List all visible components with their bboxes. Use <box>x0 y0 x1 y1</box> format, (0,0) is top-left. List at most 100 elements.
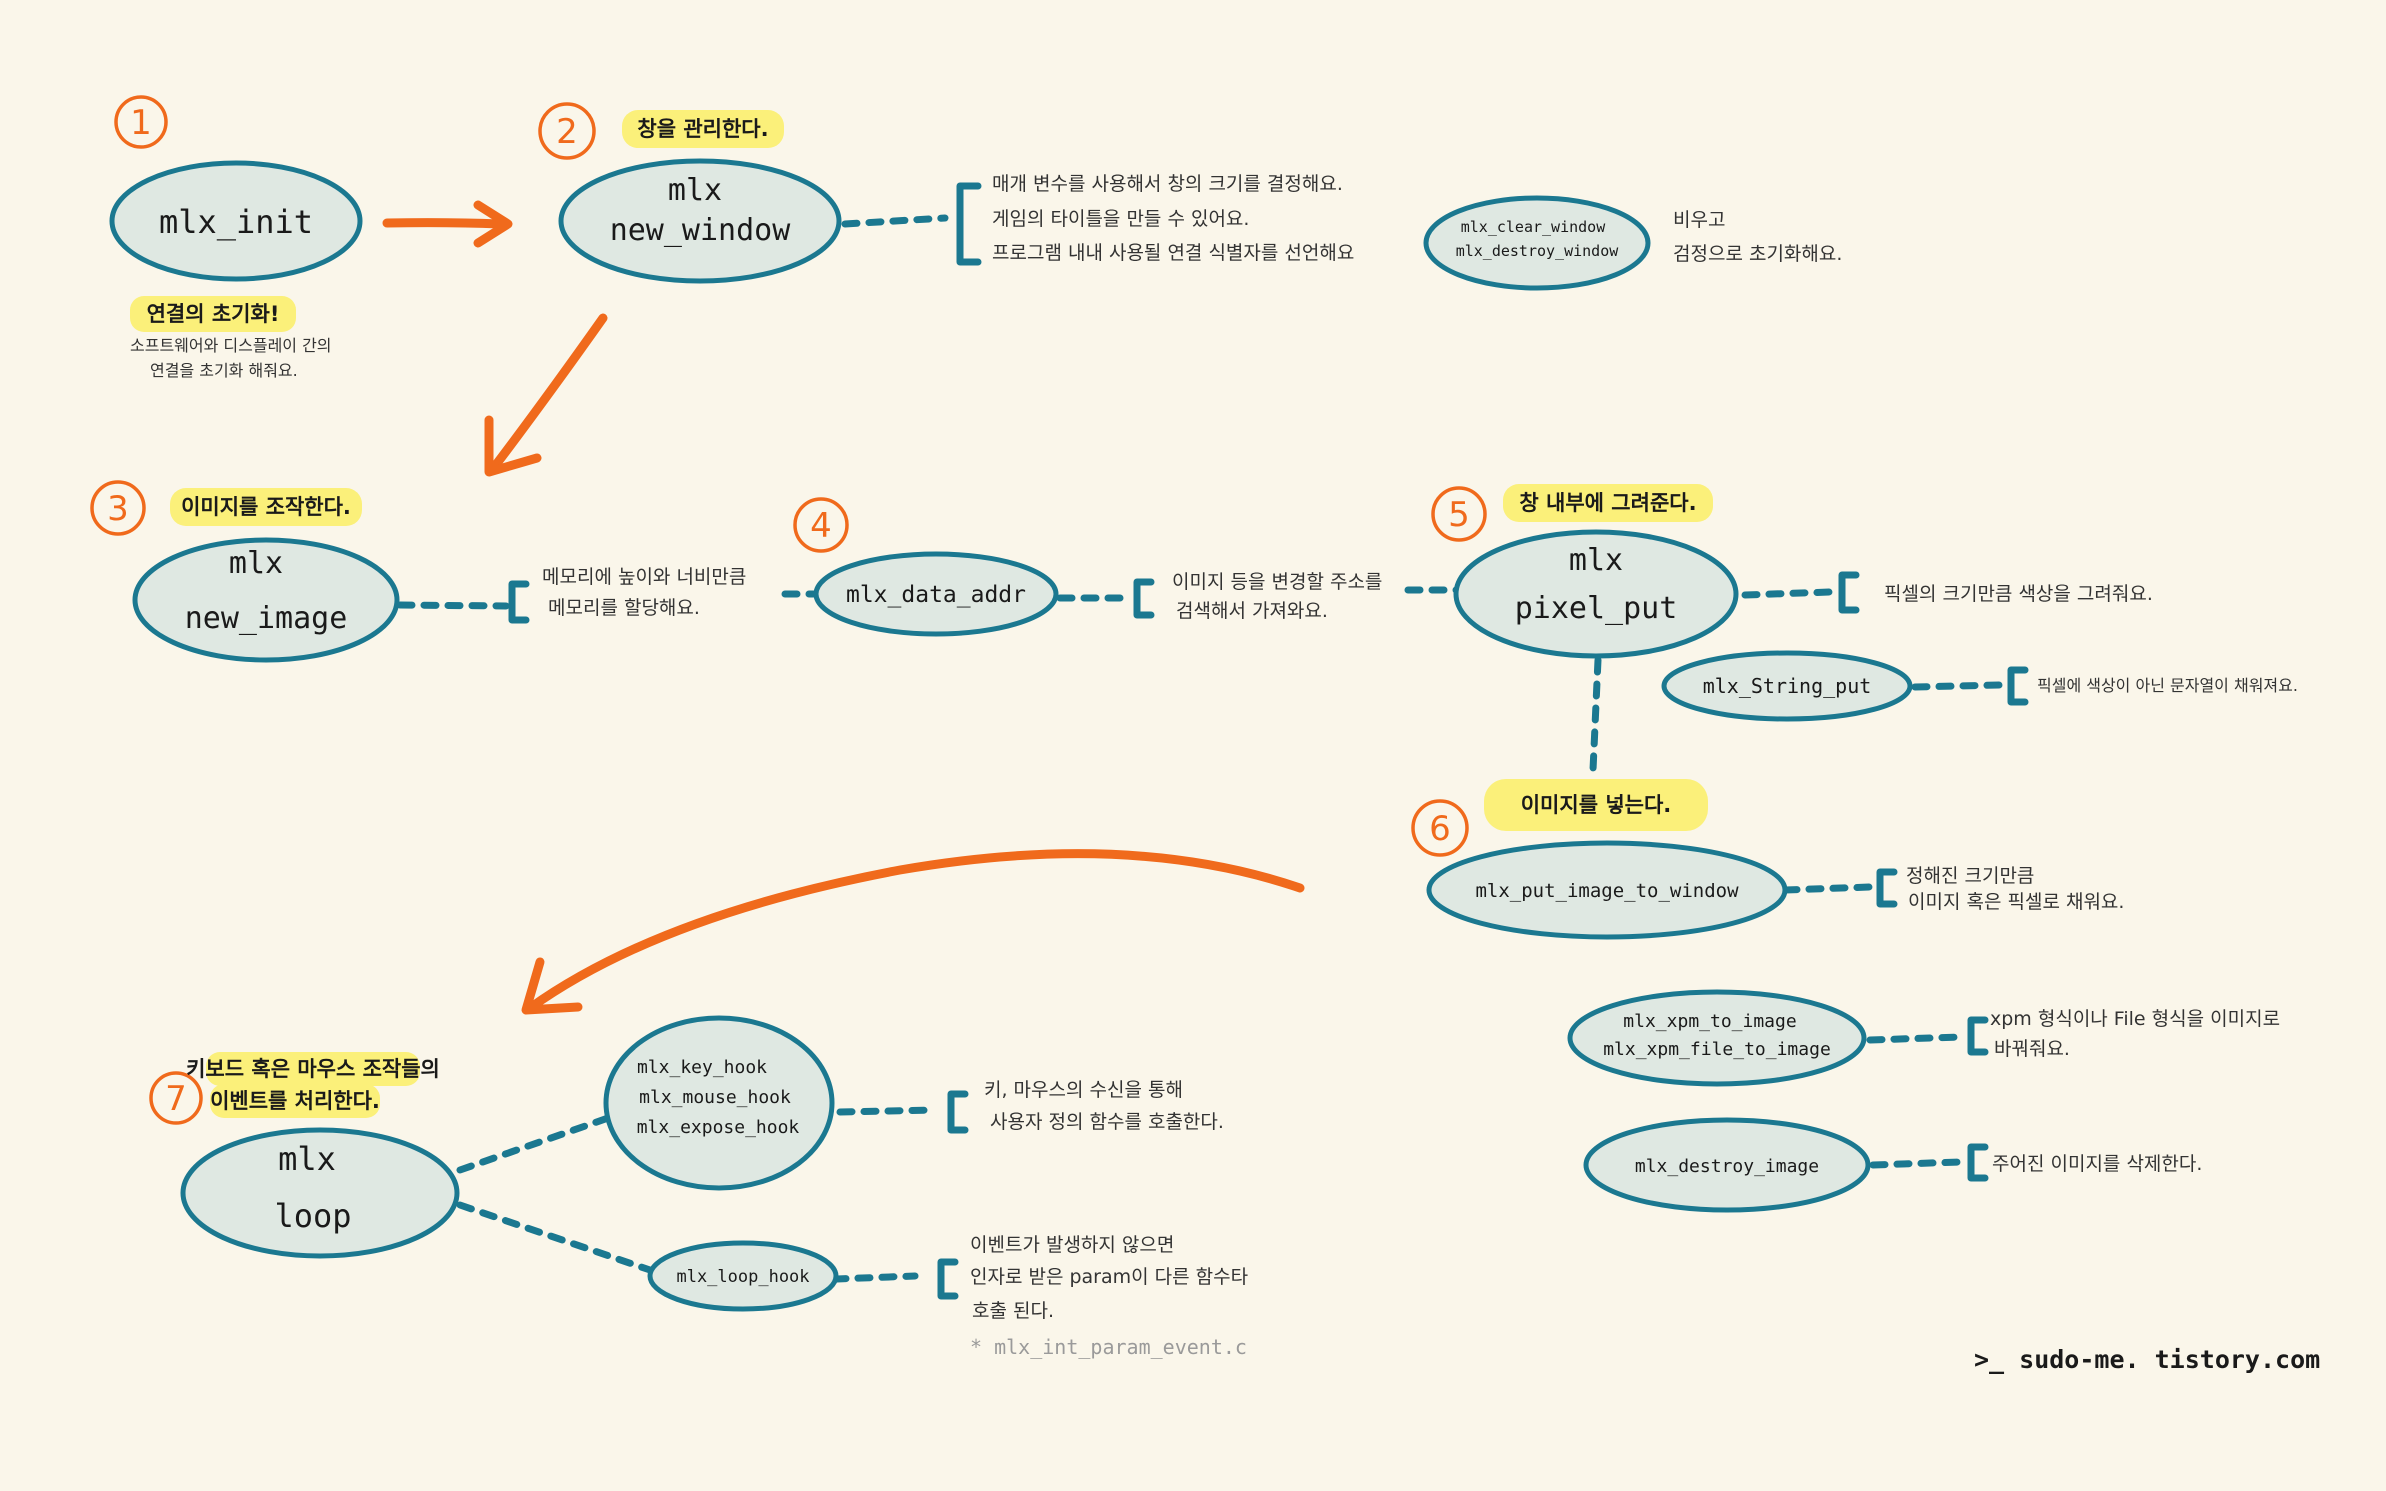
node-label: mlx_clear_window <box>1461 218 1606 236</box>
svg-text:검색해서 가져와요.: 검색해서 가져와요. <box>1176 600 1328 622</box>
node-label: mlx_destroy_image <box>1635 1156 1819 1177</box>
svg-text:이벤트를 처리한다.: 이벤트를 처리한다. <box>210 1089 380 1113</box>
bracket-destroy-image <box>1967 1143 1989 1182</box>
svg-text:정해진 크기만큼: 정해진 크기만큼 <box>1906 865 2034 887</box>
svg-text:검정으로 초기화해요.: 검정으로 초기화해요. <box>1673 243 1842 265</box>
svg-text:호출 된다.: 호출 된다. <box>972 1300 1054 1322</box>
svg-text:주어진 이미지를 삭제한다.: 주어진 이미지를 삭제한다. <box>1992 1153 2202 1175</box>
node-mlx-hooks: mlx_key_hook mlx_mouse_hook mlx_expose_h… <box>603 1015 835 1191</box>
node-mlx-put-image-to-window: mlx_put_image_to_window <box>1426 840 1788 940</box>
note-new-image: 메모리에 높이와 너비만큼 메모리를 할당해요. <box>542 566 746 619</box>
node-label: mlx_put_image_to_window <box>1475 880 1739 902</box>
node-clear-destroy-window: mlx_clear_window mlx_destroy_window <box>1423 195 1651 291</box>
note-step-1: 소프트웨어와 디스플레이 간의 연결을 초기화 해줘요. <box>130 336 332 380</box>
bracket-new-window <box>956 182 982 266</box>
node-label: mlx_expose_hook <box>637 1117 800 1138</box>
step-title-5: 창 내부에 그려준다. <box>1503 484 1713 522</box>
note-data-addr: 이미지 등을 변경할 주소를 검색해서 가져와요. <box>1172 571 1382 622</box>
flow-arrow-6-7 <box>521 849 1305 1015</box>
node-mlx-loop-hook: mlx_loop_hook <box>647 1240 839 1312</box>
svg-text:창을 관리한다.: 창을 관리한다. <box>637 117 768 141</box>
link-new-window <box>841 214 949 228</box>
node-label: mlx_destroy_window <box>1456 242 1620 260</box>
node-label: pixel_put <box>1515 591 1678 626</box>
note-clear-destroy: 비우고 검정으로 초기화해요. <box>1673 209 1842 265</box>
link-string-put <box>1911 681 2004 691</box>
svg-text:게임의 타이틀을 만들 수 있어요.: 게임의 타이틀을 만들 수 있어요. <box>992 208 1249 230</box>
bracket-xpm <box>1967 1016 1989 1056</box>
node-mlx-pixel-put: mlx pixel_put <box>1453 529 1739 659</box>
node-label: mlx_mouse_hook <box>639 1087 791 1108</box>
svg-text:4: 4 <box>810 506 832 546</box>
bracket-pixel-put <box>1838 571 1860 614</box>
bracket-loop-hook <box>937 1258 959 1300</box>
note-loop-hook: 이벤트가 발생하지 않으면 인자로 받은 param이 다른 함수타 호출 된다… <box>970 1234 1248 1359</box>
svg-text:메모리를 할당해요.: 메모리를 할당해요. <box>548 597 700 619</box>
node-mlx-init: mlx_init <box>109 160 363 282</box>
link-hooks <box>836 1106 939 1116</box>
node-label: new_window <box>610 213 792 248</box>
node-label: new_image <box>185 601 348 636</box>
note-destroy-image: 주어진 이미지를 삭제한다. <box>1992 1153 2202 1175</box>
link-pixel-to-image <box>1589 656 1602 774</box>
step-title-6: 이미지를 넣는다. <box>1484 779 1708 831</box>
svg-text:바꿔줘요.: 바꿔줘요. <box>1994 1038 2070 1060</box>
node-mlx-string-put: mlx_String_put <box>1661 650 1913 722</box>
node-mlx-new-image: mlx new_image <box>132 537 400 663</box>
node-mlx-xpm: mlx_xpm_to_image mlx_xpm_file_to_image <box>1567 989 1867 1087</box>
step-badge-5: 5 <box>1431 486 1487 542</box>
svg-text:7: 7 <box>165 1079 187 1119</box>
svg-text:이미지 등을 변경할 주소를: 이미지 등을 변경할 주소를 <box>1172 571 1382 593</box>
step-title-1: 연결의 초기화! <box>130 296 296 332</box>
node-mlx-data-addr: mlx_data_addr <box>813 551 1059 637</box>
link-new-image <box>396 601 510 610</box>
bracket-string-put <box>2007 666 2029 706</box>
note-loop-hook-ref: * mlx_int_param_event.c <box>970 1335 1247 1359</box>
bracket-put-image <box>1876 868 1898 908</box>
node-label: loop <box>274 1197 351 1235</box>
svg-text:키, 마우스의 수신을 통해: 키, 마우스의 수신을 통해 <box>984 1079 1183 1101</box>
svg-text:연결을 초기화 해줘요.: 연결을 초기화 해줘요. <box>150 361 298 380</box>
svg-text:3: 3 <box>107 489 129 529</box>
note-xpm: xpm 형식이나 File 형식을 이미지로 바꿔줘요. <box>1990 1008 2280 1060</box>
svg-text:사용자 정의 함수를 호출한다.: 사용자 정의 함수를 호출한다. <box>990 1111 1224 1133</box>
svg-text:이미지를 넣는다.: 이미지를 넣는다. <box>1521 793 1672 817</box>
node-label: mlx_loop_hook <box>676 1267 809 1287</box>
svg-text:비우고: 비우고 <box>1673 209 1725 231</box>
node-label: mlx <box>1569 543 1623 578</box>
node-label: mlx_xpm_to_image <box>1623 1011 1796 1032</box>
svg-text:이미지 혹은 픽셀로 채워요.: 이미지 혹은 픽셀로 채워요. <box>1908 891 2124 913</box>
svg-text:이벤트가 발생하지 않으면: 이벤트가 발생하지 않으면 <box>970 1234 1174 1256</box>
link-loop-to-loophook <box>456 1201 654 1274</box>
link-loop-hook <box>806 1272 919 1284</box>
svg-text:5: 5 <box>1448 495 1470 535</box>
link-destroy-image <box>1869 1158 1964 1169</box>
svg-text:소프트웨어와 디스플레이 간의: 소프트웨어와 디스플레이 간의 <box>130 336 332 355</box>
node-label: mlx <box>668 173 722 208</box>
svg-text:매개 변수를 사용해서 창의 크기를 결정해요.: 매개 변수를 사용해서 창의 크기를 결정해요. <box>992 173 1343 195</box>
step-title-3: 이미지를 조작한다. <box>170 488 362 526</box>
step-badge-7: 7 <box>149 1071 203 1125</box>
svg-text:메모리에 높이와 너비만큼: 메모리에 높이와 너비만큼 <box>542 566 746 588</box>
note-string-put: 픽셀에 색상이 아닌 문자열이 채워져요. <box>2037 676 2298 695</box>
step-badge-1: 1 <box>114 95 168 149</box>
node-label: mlx_data_addr <box>846 582 1026 608</box>
note-put-image: 정해진 크기만큼 이미지 혹은 픽셀로 채워요. <box>1906 865 2124 913</box>
step-badge-6: 6 <box>1411 799 1469 857</box>
note-pixel-put: 픽셀의 크기만큼 색상을 그려줘요. <box>1884 583 2153 605</box>
step-title-2: 창을 관리한다. <box>622 110 784 148</box>
svg-text:2: 2 <box>556 112 578 152</box>
note-hooks: 키, 마우스의 수신을 통해 사용자 정의 함수를 호출한다. <box>984 1079 1224 1133</box>
bracket-hooks <box>947 1090 969 1134</box>
link-xpm <box>1866 1033 1964 1044</box>
note-new-window: 매개 변수를 사용해서 창의 크기를 결정해요. 게임의 타이틀을 만들 수 있… <box>992 173 1354 264</box>
node-mlx-loop: mlx loop <box>180 1127 460 1259</box>
node-label: mlx_key_hook <box>637 1057 767 1078</box>
link-loop-to-hooks <box>456 1114 612 1174</box>
node-label: mlx_init <box>159 203 313 241</box>
step-badge-2: 2 <box>538 102 596 160</box>
svg-text:창 내부에 그려준다.: 창 내부에 그려준다. <box>1519 491 1696 515</box>
node-mlx-destroy-image: mlx_destroy_image <box>1583 1117 1871 1213</box>
svg-text:인자로 받은 param이 다른 함수타: 인자로 받은 param이 다른 함수타 <box>970 1266 1248 1288</box>
